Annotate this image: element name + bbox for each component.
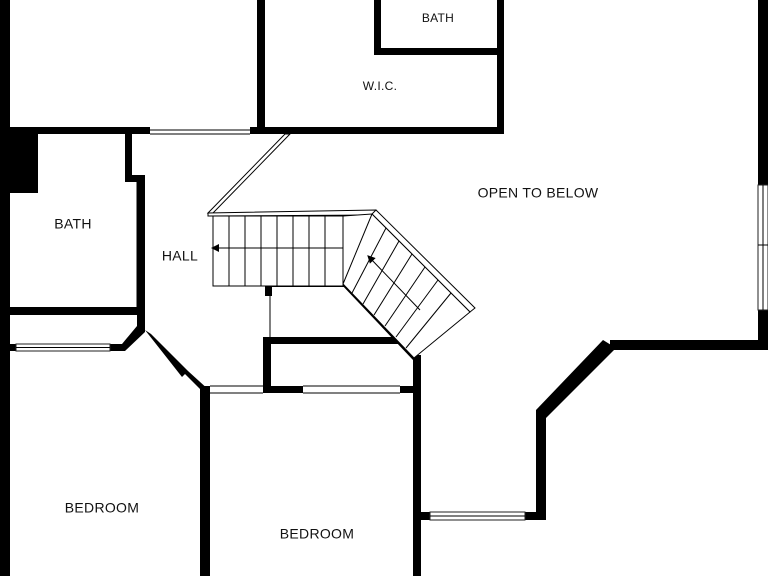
label-open-to-below: OPEN TO BELOW [478, 185, 599, 201]
label-wic: W.I.C. [363, 79, 397, 93]
thin-lines [136, 129, 400, 394]
label-bath-left: BATH [54, 216, 92, 232]
label-bath-top: BATH [422, 11, 454, 25]
windows [15, 184, 768, 521]
stair-railing [206, 133, 476, 313]
label-bedroom-left: BEDROOM [65, 500, 139, 516]
label-hall: HALL [162, 248, 198, 264]
staircase [211, 213, 471, 359]
chimney-block [0, 130, 38, 193]
label-bedroom-center: BEDROOM [280, 526, 354, 542]
room-labels: BATH W.I.C. OPEN TO BELOW BATH HALL BEDR… [54, 11, 599, 542]
